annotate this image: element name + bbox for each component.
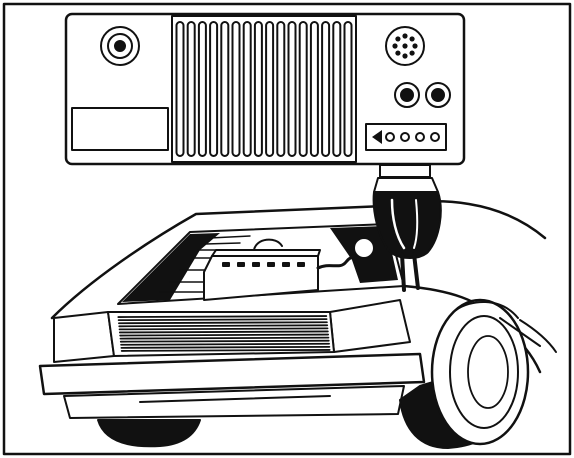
mic-pin [392, 43, 397, 48]
grille-slat [121, 344, 329, 345]
mic-pin [412, 43, 417, 48]
grille-slat [118, 316, 326, 317]
heatsink-fin [277, 22, 284, 156]
heatsink-fin [233, 22, 240, 156]
heatsink-fin [311, 22, 318, 156]
grille-slat [119, 319, 327, 320]
heatsink-fin [345, 22, 352, 156]
grille-slat [119, 322, 327, 323]
grille-slat [121, 341, 329, 342]
mic-pin [395, 36, 400, 41]
heatsink-fin [322, 22, 329, 156]
battery-cap [237, 262, 245, 267]
grille-slat [120, 335, 328, 336]
grille-slat [122, 350, 330, 351]
mic-pin [402, 33, 407, 38]
battery-cap [267, 262, 275, 267]
heatsink-fin [188, 22, 195, 156]
grille-icon [108, 312, 334, 356]
grille-slat [121, 347, 329, 348]
socket-pin [386, 133, 394, 141]
mic-pin [402, 43, 407, 48]
battery-cap [252, 262, 260, 267]
mic-pin [402, 53, 407, 58]
heatsink-fin [300, 22, 307, 156]
grille-slat [119, 325, 327, 326]
mic-pin [395, 50, 400, 55]
heatsink-fin [177, 22, 184, 156]
power-plug-icon [374, 165, 441, 258]
grille-slat [120, 338, 328, 339]
heatsink-fin [333, 22, 340, 156]
heatsink-fin [244, 22, 251, 156]
mic-pin [409, 36, 414, 41]
heatsink-fin [289, 22, 296, 156]
socket-pin [416, 133, 424, 141]
heatsink-fin [210, 22, 217, 156]
socket-pin [431, 133, 439, 141]
heatsink-fin [266, 22, 273, 156]
grille-slat [120, 328, 328, 329]
battery-cap [297, 262, 305, 267]
battery-cap [282, 262, 290, 267]
grille-slat [120, 331, 328, 332]
mic-pin [409, 50, 414, 55]
socket-pin [401, 133, 409, 141]
heatsink-fin [255, 22, 262, 156]
heatsink-fin [221, 22, 228, 156]
lead-clamp [354, 238, 374, 258]
headlight-left [54, 312, 114, 362]
battery-cap [222, 262, 230, 267]
heatsink-fin [199, 22, 206, 156]
radio-unit [66, 14, 464, 164]
